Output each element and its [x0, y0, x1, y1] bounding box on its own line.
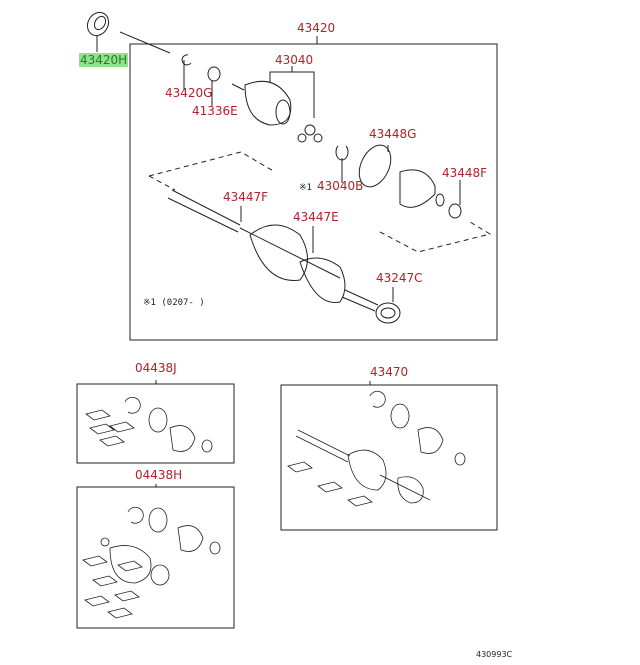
part-label-43448F[interactable]: 43448F [442, 166, 488, 180]
part-label-43247C[interactable]: 43247C [376, 271, 423, 285]
part-label-43040[interactable]: 43040 [275, 53, 314, 67]
part-label-43447E[interactable]: 43447E [293, 210, 339, 224]
part-label-43447F[interactable]: 43447F [223, 190, 269, 204]
part-label-43420[interactable]: 43420 [297, 21, 336, 35]
part-label-04438H[interactable]: 04438H [135, 468, 183, 482]
group-box-04438J [76, 383, 235, 464]
part-label-43470[interactable]: 43470 [370, 365, 409, 379]
part-label-43420G[interactable]: 43420G [165, 86, 213, 100]
footnote-mark: ※1 [299, 183, 312, 193]
part-label-43420H[interactable]: 43420H [79, 53, 129, 67]
footnote: ※1 (0207- ) [143, 298, 205, 308]
part-label-41336E[interactable]: 41336E [192, 104, 238, 118]
part-label-43448G[interactable]: 43448G [369, 127, 417, 141]
part-label-04438J[interactable]: 04438J [135, 361, 177, 375]
diagram-code: 430993C [476, 650, 513, 659]
part-label-43040B[interactable]: 43040B [317, 179, 364, 193]
group-box-43470 [280, 384, 498, 531]
group-box-43420 [129, 43, 498, 341]
